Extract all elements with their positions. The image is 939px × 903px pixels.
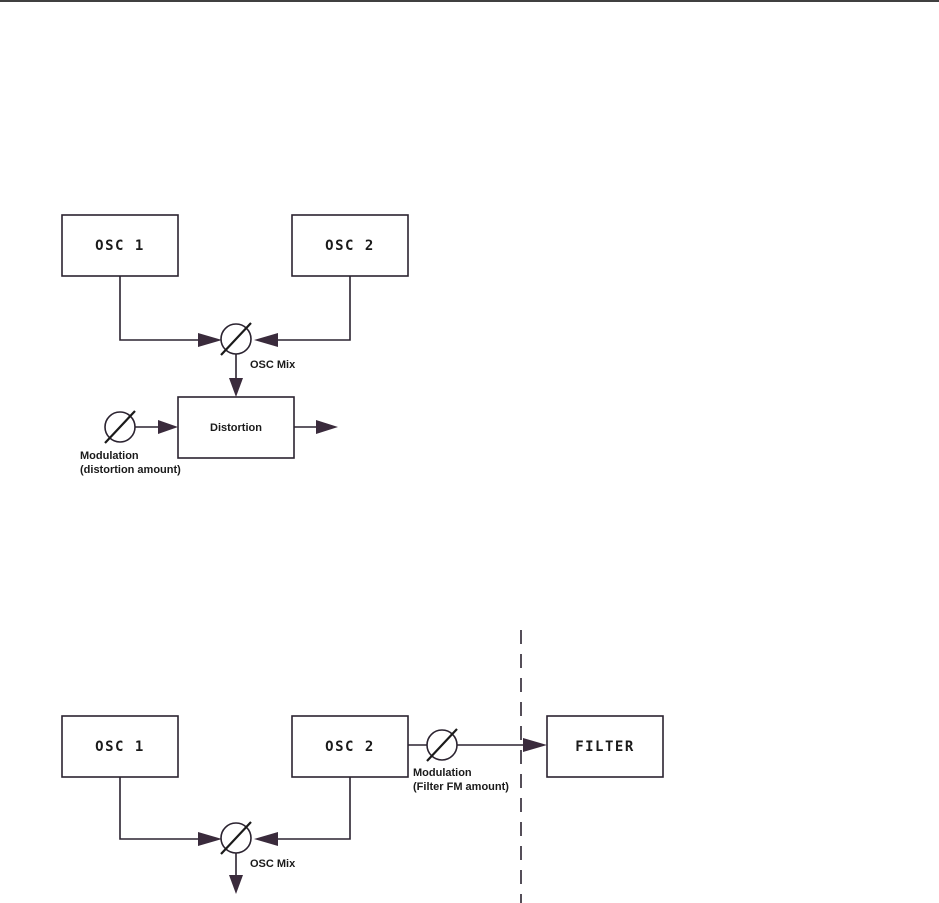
osc1-to-mix-arrowhead-bottom: [198, 832, 222, 846]
osc2-to-mix-arrowhead: [254, 333, 278, 347]
osc1-to-mix-wire: [119, 276, 208, 341]
osc-mix-knob-icon: [220, 322, 252, 356]
osc-mix-label-bottom: OSC Mix: [250, 858, 296, 870]
osc2-to-mix-wire: [268, 276, 351, 341]
modulation-to-distortion-arrowhead: [158, 420, 178, 434]
osc2-to-mix-wire-bottom: [268, 777, 351, 840]
osc2-block: OSC 2: [291, 214, 409, 277]
modulation-knob-icon: [104, 410, 136, 444]
osc1-label-bottom: OSC 1: [95, 739, 145, 755]
distortion-block: Distortion: [177, 396, 295, 459]
osc2-label: OSC 2: [325, 238, 375, 254]
modulation-label-line1: Modulation: [80, 450, 139, 462]
filter-fm-knob-icon: [426, 728, 458, 762]
fm-modulation-label-line2: (Filter FM amount): [413, 781, 509, 793]
filter-block: FILTER: [546, 715, 664, 778]
osc1-to-mix-arrowhead: [198, 333, 222, 347]
filter-box: [546, 715, 664, 778]
distortion-output-arrowhead: [316, 420, 338, 434]
osc-mix-label: OSC Mix: [250, 359, 296, 371]
osc1-to-mix-wire-bottom: [119, 777, 208, 840]
fm-modulation-label-line1: Modulation: [413, 767, 472, 779]
fm-knob-to-filter-arrowhead: [523, 738, 547, 752]
osc1-box-bottom: [61, 715, 179, 778]
osc-mix-knob-icon-bottom: [220, 821, 252, 855]
filter-label: FILTER: [575, 739, 635, 755]
osc2-to-mix-arrowhead-bottom: [254, 832, 278, 846]
filter-fm-diagram: OSC 1 OSC 2 FILTER Modulation (Filter FM…: [61, 630, 664, 903]
mix-output-arrowhead-bottom: [229, 875, 243, 894]
modulation-label-line2: (distortion amount): [80, 464, 181, 476]
distortion-diagram: OSC 1 OSC 2 OSC Mix Distortion: [61, 214, 409, 476]
osc1-block: OSC 1: [61, 214, 179, 277]
mix-to-distortion-arrowhead: [229, 378, 243, 397]
osc1-label: OSC 1: [95, 238, 145, 254]
osc2-box: [291, 214, 409, 277]
distortion-label: Distortion: [210, 422, 262, 434]
osc2-box-bottom: [291, 715, 409, 778]
osc1-block-bottom: OSC 1: [61, 715, 179, 778]
osc2-label-bottom: OSC 2: [325, 739, 375, 755]
osc2-block-bottom: OSC 2: [291, 715, 409, 778]
